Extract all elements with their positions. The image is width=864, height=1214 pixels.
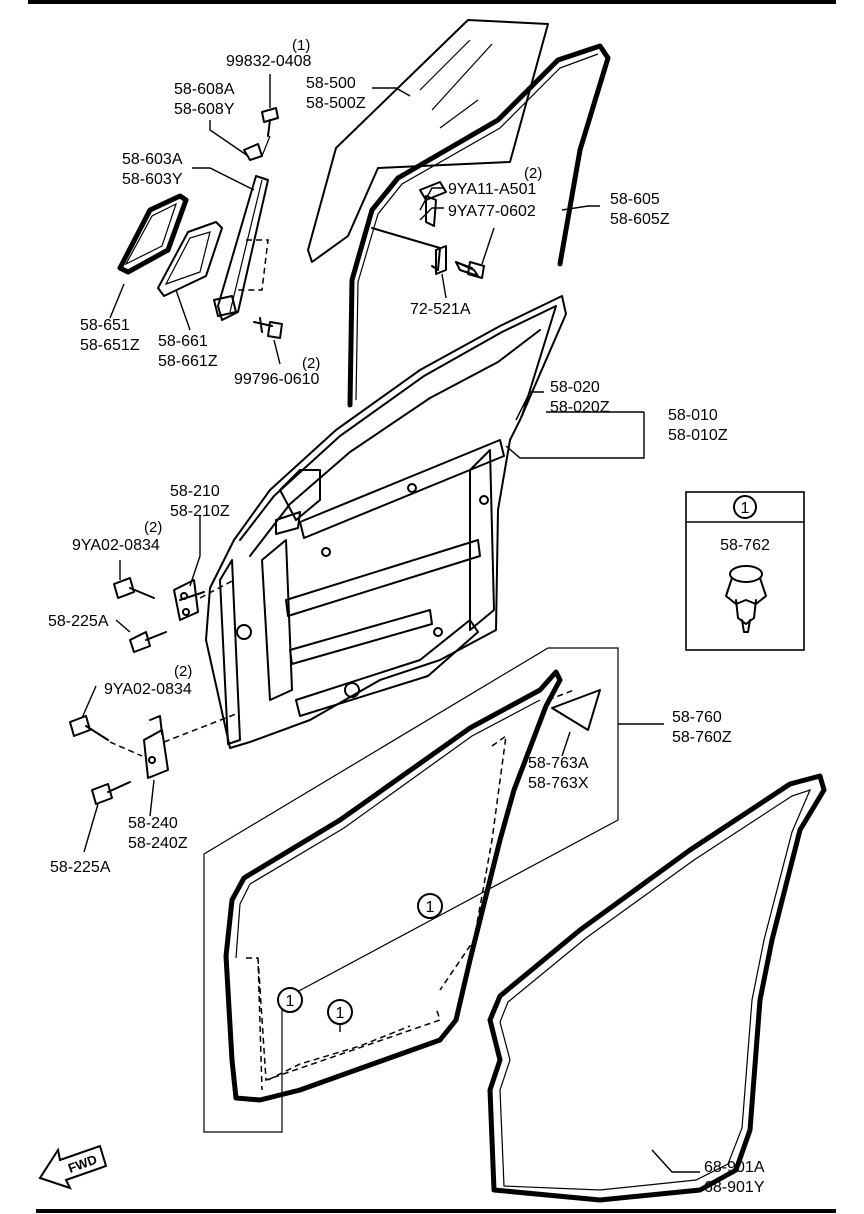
part-number: 58-608A (174, 81, 235, 98)
ref-marker: 1 (327, 999, 353, 1032)
part-number: 58-603Y (122, 171, 183, 188)
leader-lines (81, 74, 700, 1173)
callout-58603: 58-603A 58-603Y (122, 151, 183, 188)
part-number: 99832-0408 (226, 53, 312, 70)
svg-text:1: 1 (426, 899, 435, 916)
callout-58760: 58-760 58-760Z (672, 709, 732, 746)
door-weatherstrip (223, 669, 563, 1103)
ref-marker: 1 (277, 987, 303, 1013)
part-number: 58-661Z (158, 353, 218, 370)
fwd-arrow-icon: FWD (38, 1144, 108, 1190)
part-number: 58-608Y (174, 101, 235, 118)
callout-58605: 58-605 58-605Z (610, 191, 670, 228)
part-number: 58-651Z (80, 337, 140, 354)
part-number: 58-661 (158, 333, 208, 350)
callout-99832: (1) 99832-0408 (226, 37, 312, 70)
bolt-9ya77 (455, 261, 485, 279)
callout-99796: (2) 99796-0610 (234, 355, 320, 388)
callout-58661: 58-661 58-661Z (158, 333, 218, 370)
callout-9ya11: (2) 9YA11-A501 (448, 165, 542, 198)
callout-9ya02-upper: (2) 9YA02-0834 (72, 519, 162, 554)
callout-68901: 68-901A 68-901Y (704, 1159, 765, 1196)
glass-run-channel (347, 43, 611, 408)
door-panel (205, 295, 567, 749)
callout-58240: 58-240 58-240Z (128, 815, 188, 852)
weatherstrip-group-outline (203, 647, 619, 1133)
part-number: 58-605Z (610, 211, 670, 228)
callout-58225a-upper: 58-225A (48, 613, 109, 630)
callout-58010: 58-010 58-010Z (668, 407, 728, 444)
part-number: 58-210Z (170, 503, 230, 520)
door-glass (307, 19, 549, 263)
callout-58210: 58-210 58-210Z (170, 483, 230, 520)
callout-58500: 58-500 58-500Z (306, 75, 366, 112)
callout-9ya02-lower: (2) 9YA02-0834 (104, 663, 192, 698)
bolt-58225a-lower (91, 781, 131, 805)
part-number: 58-763X (528, 775, 589, 792)
part-number: 58-651 (80, 317, 130, 334)
part-number: 58-020Z (550, 399, 610, 416)
lower-hinge (143, 713, 237, 779)
part-number: 99796-0610 (234, 371, 320, 388)
callout-58608: 58-608A 58-608Y (174, 81, 235, 118)
part-number: 58-603A (122, 151, 183, 168)
callout-72521: 72-521A (410, 301, 471, 318)
qty-label: (1) (292, 37, 310, 54)
part-number: 58-010Z (668, 427, 728, 444)
part-number: 58-500 (306, 75, 356, 92)
opening-trim (487, 773, 827, 1203)
qty-label: (2) (302, 355, 320, 372)
part-number: 9YA02-0834 (104, 681, 192, 698)
part-number: 58-760 (672, 709, 722, 726)
division-bar (213, 143, 269, 321)
callout-58763: 58-763A 58-763X (528, 755, 589, 792)
part-number: 9YA02-0834 (72, 537, 160, 554)
clip-icon (725, 565, 767, 633)
bolt-9ya02-upper (113, 577, 155, 599)
bolt-9ya02-lower (69, 715, 143, 757)
callout-58020: 58-020 58-020Z (550, 379, 610, 416)
part-number: 58-760Z (672, 729, 732, 746)
qty-label: (2) (174, 663, 192, 680)
part-number: 58-605 (610, 191, 660, 208)
inset-part-number: 58-762 (720, 537, 770, 554)
callout-9ya77: 9YA77-0602 (448, 203, 536, 220)
part-number: 68-901Y (704, 1179, 765, 1196)
weatherstrip-clip (547, 689, 601, 731)
part-number: 58-020 (550, 379, 600, 396)
ref-marker: 1 (417, 893, 443, 919)
part-number: 58-225A (50, 859, 111, 876)
quarter-glass (157, 221, 223, 297)
part-number: 58-500Z (306, 95, 366, 112)
part-number: 9YA11-A501 (448, 181, 536, 198)
inset-marker: 1 (741, 500, 750, 517)
inset-clip-box: 1 58-762 (685, 491, 805, 651)
part-number: 9YA77-0602 (448, 203, 536, 220)
bolt-58225a-upper (129, 631, 167, 653)
part-number: 58-225A (48, 613, 109, 630)
part-number: 58-210 (170, 483, 220, 500)
qty-label: (2) (144, 519, 162, 536)
part-number: 58-240Z (128, 835, 188, 852)
svg-text:1: 1 (286, 993, 295, 1010)
upper-hinge (173, 579, 235, 621)
part-number: 68-901A (704, 1159, 765, 1176)
part-number: 58-240 (128, 815, 178, 832)
qty-label: (2) (524, 165, 542, 182)
callout-58225a-lower: 58-225A (50, 859, 111, 876)
bolt-99832 (261, 107, 279, 157)
part-number: 72-521A (410, 301, 471, 318)
quarter-glass-seal (117, 193, 189, 275)
bolt-99796 (253, 317, 283, 339)
svg-text:1: 1 (336, 1005, 345, 1022)
callout-58651: 58-651 58-651Z (80, 317, 140, 354)
part-number: 58-763A (528, 755, 589, 772)
part-number: 58-010 (668, 407, 718, 424)
